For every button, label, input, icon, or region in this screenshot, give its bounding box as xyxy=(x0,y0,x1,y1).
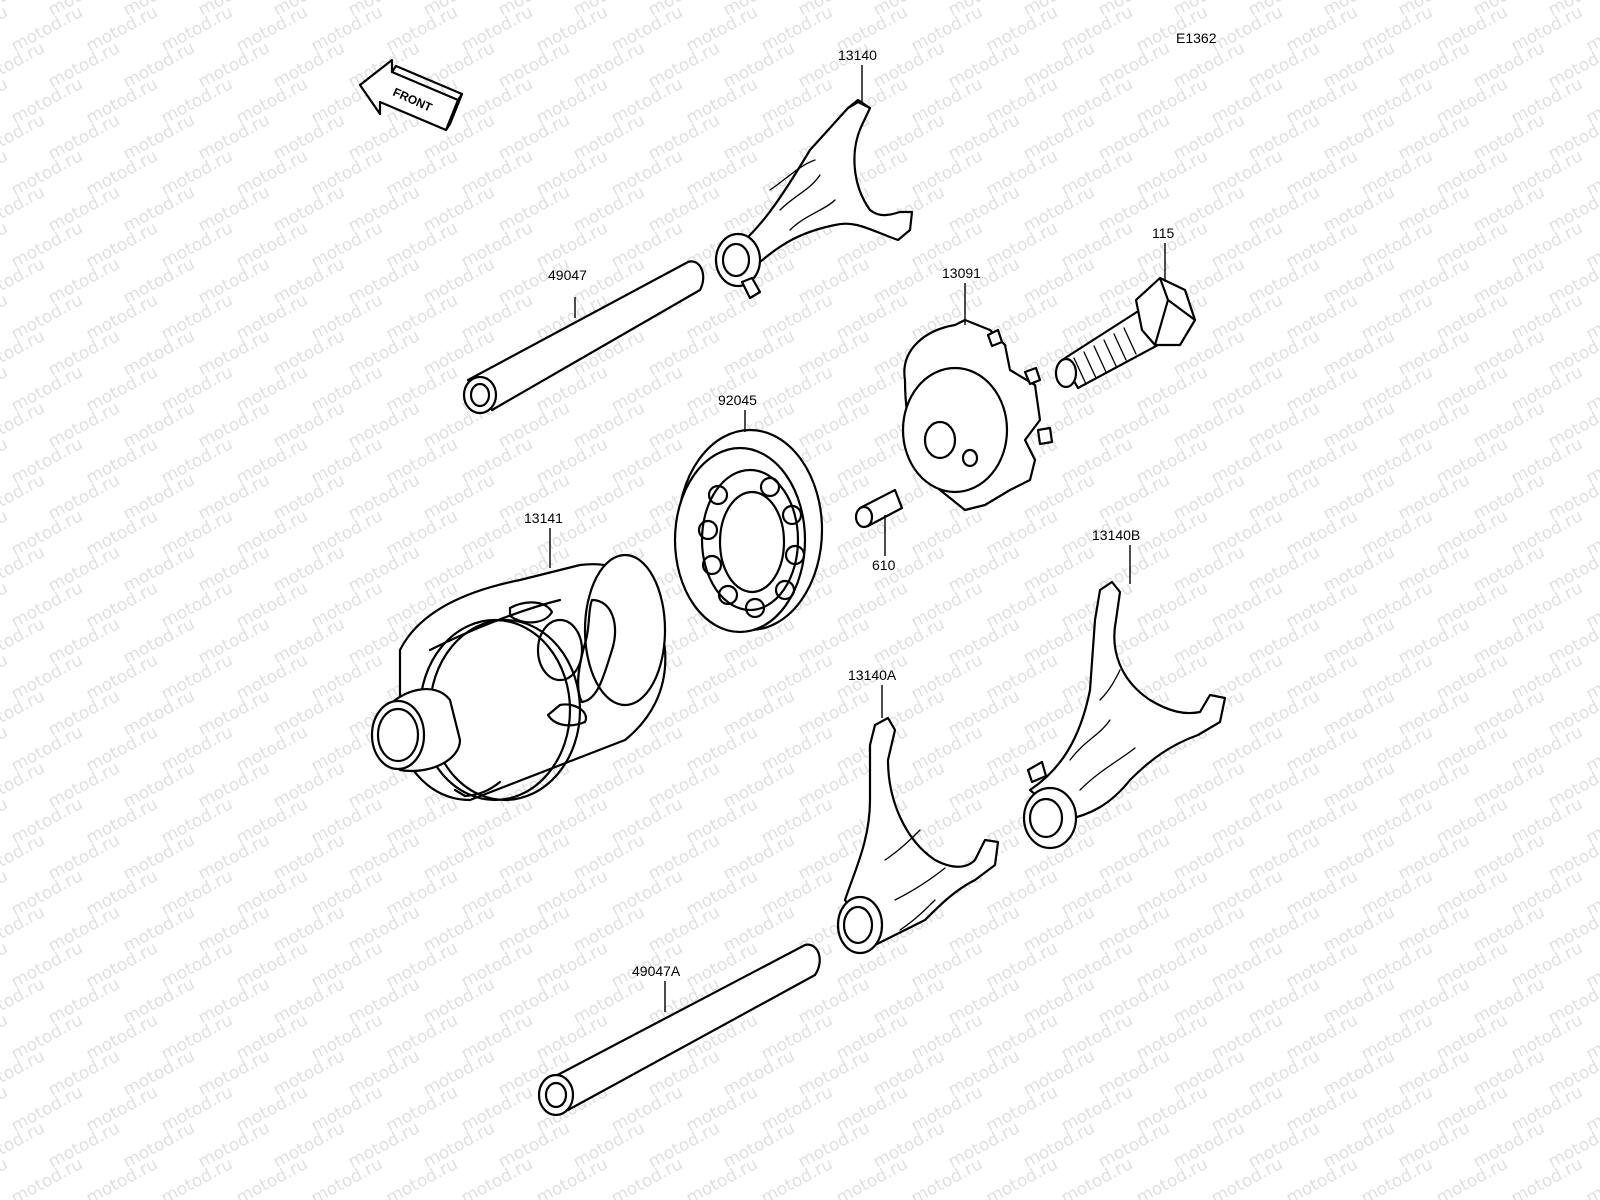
part-label-13140a: 13140A xyxy=(848,667,897,683)
part-label-49047a: 49047A xyxy=(632,963,681,979)
shift-fork-13140a xyxy=(836,716,1000,955)
shift-fork-13140b xyxy=(1022,580,1227,850)
part-label-92045: 92045 xyxy=(718,392,757,408)
bearing-92045 xyxy=(673,428,824,634)
part-label-49047: 49047 xyxy=(548,267,587,283)
leader-lines xyxy=(549,65,1166,1012)
part-label-115: 115 xyxy=(1152,225,1175,241)
front-arrow-icon: FRONT xyxy=(358,58,464,132)
part-label-13140: 13140 xyxy=(838,47,877,63)
shaft-49047a xyxy=(537,943,821,1117)
diagram-code: E1362 xyxy=(1176,30,1217,46)
shift-drum-13141 xyxy=(370,553,667,802)
part-label-13141: 13141 xyxy=(524,510,563,526)
bolt-115 xyxy=(1054,276,1197,390)
part-label-13091: 13091 xyxy=(942,265,981,281)
part-label-610: 610 xyxy=(872,557,896,573)
drum-plate-13091 xyxy=(901,318,1054,512)
pin-610 xyxy=(854,488,904,529)
shaft-49047 xyxy=(462,260,705,415)
part-label-13140b: 13140B xyxy=(1092,527,1140,543)
shift-fork-13140 xyxy=(714,98,914,300)
